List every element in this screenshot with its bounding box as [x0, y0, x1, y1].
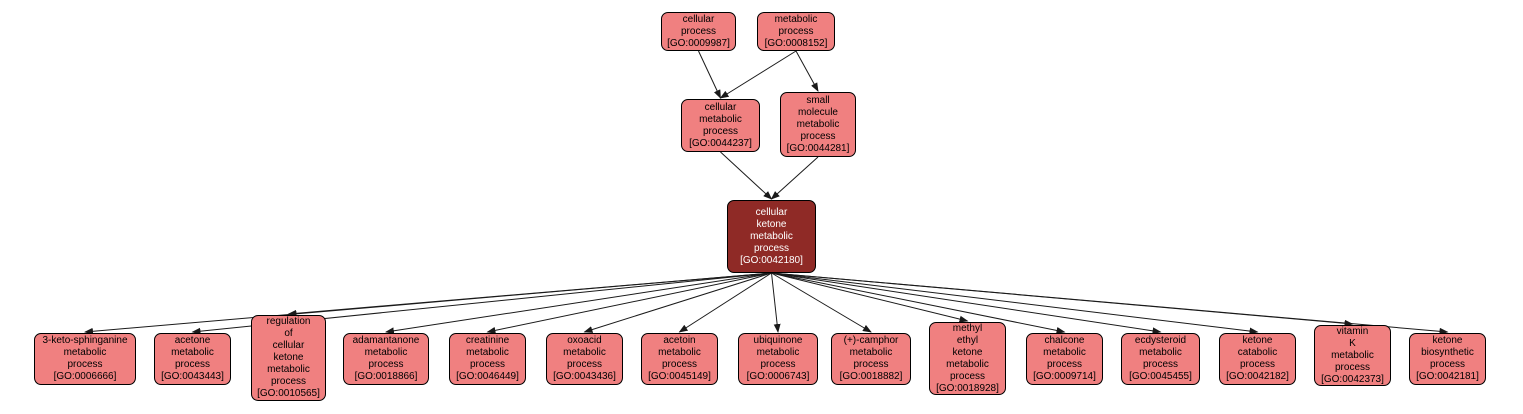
- go-term-node[interactable]: oxoacid metabolic process [GO:0043436]: [546, 333, 623, 385]
- go-term-node[interactable]: methyl ethyl ketone metabolic process [G…: [929, 322, 1006, 395]
- go-term-label: (+)-camphor metabolic process [GO:001888…: [839, 335, 903, 382]
- edge-GO:0008152-GO:0044281: [795, 50, 819, 92]
- edge-GO:0044281-GO:0042180: [770, 156, 819, 200]
- go-term-label: small molecule metabolic process [GO:004…: [786, 94, 850, 154]
- go-term-node-focus[interactable]: cellular ketone metabolic process [GO:00…: [727, 200, 816, 273]
- go-term-node[interactable]: metabolic process [GO:0008152]: [757, 12, 835, 51]
- edge-GO:0042180-GO:0018882: [771, 272, 872, 333]
- edge-GO:0042180-GO:0045149: [678, 272, 772, 333]
- edge-GO:0042180-GO:0042181: [771, 272, 1449, 335]
- go-term-node[interactable]: ketone catabolic process [GO:0042182]: [1219, 333, 1296, 385]
- go-term-label: oxoacid metabolic process [GO:0043436]: [553, 335, 616, 382]
- go-term-node[interactable]: ubiquinone metabolic process [GO:0006743…: [738, 333, 818, 385]
- go-term-node[interactable]: acetoin metabolic process [GO:0045149]: [641, 333, 718, 385]
- go-term-node[interactable]: vitamin K metabolic process [GO:0042373]: [1314, 325, 1391, 386]
- go-term-node[interactable]: chalcone metabolic process [GO:0009714]: [1026, 333, 1103, 385]
- go-term-label: cellular process [GO:0009987]: [667, 13, 730, 49]
- go-term-node[interactable]: cellular metabolic process [GO:0044237]: [681, 99, 760, 152]
- edge-GO:0044237-GO:0042180: [720, 151, 773, 200]
- go-term-label: creatinine metabolic process [GO:0046449…: [456, 335, 519, 382]
- edge-GO:0042180-GO:0009714: [771, 272, 1066, 334]
- edge-GO:0042180-GO:0043436: [583, 272, 772, 333]
- go-term-node[interactable]: creatinine metabolic process [GO:0046449…: [449, 333, 526, 385]
- go-term-label: regulation of cellular ketone metabolic …: [257, 316, 320, 399]
- go-term-label: ubiquinone metabolic process [GO:0006743…: [746, 335, 810, 382]
- go-term-label: methyl ethyl ketone metabolic process [G…: [936, 322, 999, 394]
- go-term-label: chalcone metabolic process [GO:0009714]: [1033, 335, 1096, 382]
- edge-GO:0042180-GO:0006743: [771, 272, 781, 333]
- go-term-label: ecdysteroid metabolic process [GO:004545…: [1129, 335, 1192, 382]
- go-term-node[interactable]: acetone metabolic process [GO:0043443]: [154, 333, 231, 385]
- go-term-label: vitamin K metabolic process [GO:0042373]: [1321, 325, 1384, 385]
- edge-GO:0042180-GO:0006666: [84, 272, 772, 335]
- go-term-node[interactable]: adamantanone metabolic process [GO:00188…: [343, 333, 429, 385]
- go-term-label: metabolic process [GO:0008152]: [764, 13, 828, 49]
- go-term-node[interactable]: small molecule metabolic process [GO:004…: [780, 92, 856, 157]
- go-term-label: acetoin metabolic process [GO:0045149]: [648, 335, 711, 382]
- edge-GO:0042180-GO:0042373: [771, 272, 1354, 327]
- edge-GO:0042180-GO:0046449: [486, 272, 772, 334]
- go-term-node[interactable]: (+)-camphor metabolic process [GO:001888…: [831, 333, 911, 385]
- edge-GO:0042180-GO:0010565: [287, 272, 772, 317]
- go-term-label: ketone catabolic process [GO:0042182]: [1226, 335, 1289, 382]
- go-term-label: acetone metabolic process [GO:0043443]: [161, 335, 224, 382]
- go-term-node[interactable]: cellular process [GO:0009987]: [661, 12, 736, 51]
- edge-GO:0042180-GO:0018928: [771, 272, 969, 323]
- go-term-label: adamantanone metabolic process [GO:00188…: [352, 335, 420, 382]
- go-term-label: cellular ketone metabolic process [GO:00…: [740, 206, 803, 266]
- edge-GO:0042180-GO:0042182: [771, 272, 1259, 335]
- edge-GO:0008152-GO:0044237: [719, 50, 797, 99]
- go-term-node[interactable]: 3-keto-sphinganine metabolic process [GO…: [34, 333, 136, 385]
- edge-GO:0042180-GO:0018866: [385, 272, 772, 335]
- go-term-node[interactable]: ecdysteroid metabolic process [GO:004545…: [1121, 333, 1200, 385]
- go-term-node[interactable]: ketone biosynthetic process [GO:0042181]: [1409, 333, 1486, 385]
- go-term-label: ketone biosynthetic process [GO:0042181]: [1416, 335, 1479, 382]
- go-term-node[interactable]: regulation of cellular ketone metabolic …: [251, 315, 326, 401]
- edge-GO:0009987-GO:0044237: [698, 50, 721, 99]
- go-term-label: 3-keto-sphinganine metabolic process [GO…: [42, 335, 128, 382]
- edges-group: [84, 50, 1449, 335]
- go-term-label: cellular metabolic process [GO:0044237]: [689, 101, 752, 149]
